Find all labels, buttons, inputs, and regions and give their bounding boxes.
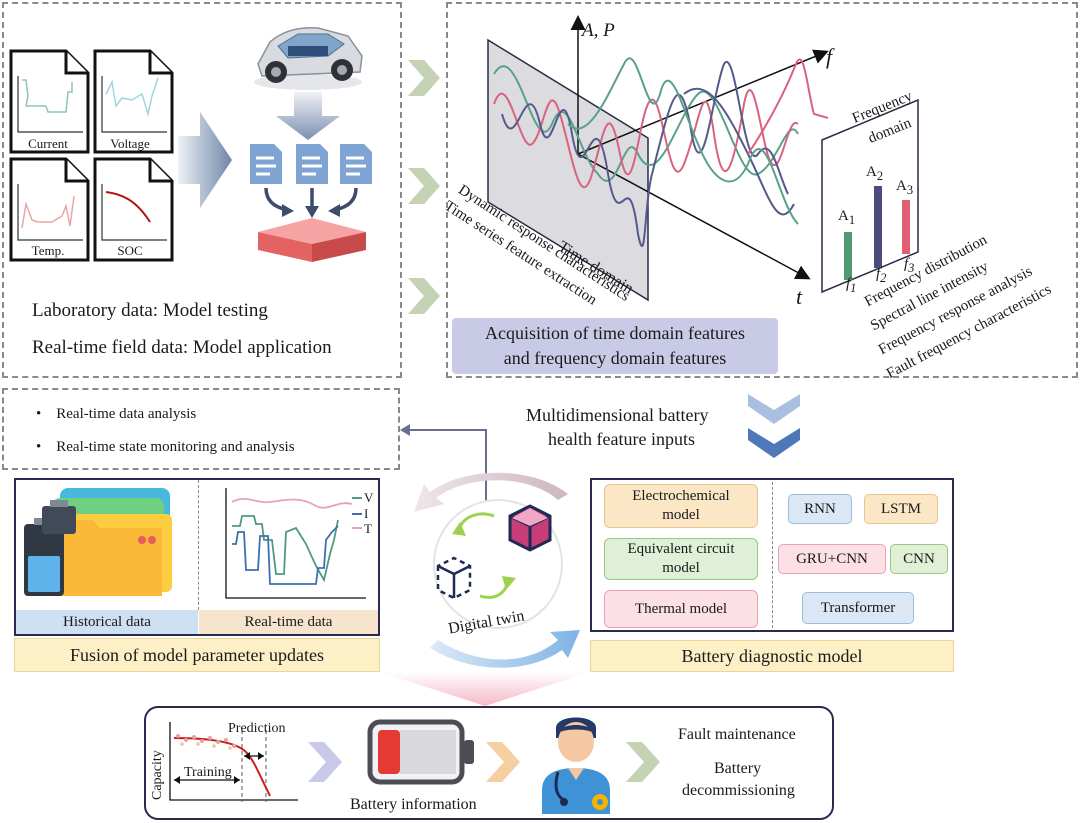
freq-bar-2 bbox=[874, 186, 882, 268]
gru-cnn-chip: GRU+CNN bbox=[778, 544, 886, 574]
decommissioning-label-1: Battery bbox=[714, 760, 762, 777]
field-data-text: Real-time field data: Model application bbox=[32, 337, 332, 358]
training-label: Training bbox=[184, 765, 232, 780]
legend-i: I bbox=[364, 506, 369, 521]
cube-icon bbox=[508, 504, 552, 552]
diagnostic-panel bbox=[590, 478, 954, 632]
capacity-prediction-chart bbox=[169, 722, 298, 802]
data-processing-icon bbox=[250, 92, 372, 262]
feedback-arrow bbox=[400, 424, 487, 510]
multidim-line2: health feature inputs bbox=[548, 429, 695, 449]
historical-data-icon bbox=[24, 488, 172, 596]
cnn-chip: CNN bbox=[890, 544, 948, 574]
axis-t-label: t bbox=[796, 284, 803, 309]
outcome-panel bbox=[144, 706, 834, 820]
time-frequency-plot bbox=[487, 15, 919, 302]
battery-low-icon bbox=[367, 719, 474, 785]
equivalent-circuit-model-box: Equivalent circuit model bbox=[604, 538, 758, 580]
analysis-bullet-2: • Real-time state monitoring and analysi… bbox=[36, 439, 295, 455]
technician-icon bbox=[542, 717, 610, 814]
diagnostic-title: Battery diagnostic model bbox=[590, 640, 954, 672]
soc-document-icon bbox=[93, 157, 174, 262]
diagnostic-divider bbox=[772, 482, 774, 628]
lab-data-text: Laboratory data: Model testing bbox=[32, 300, 268, 321]
electrochemical-model-box: Electrochemical model bbox=[604, 484, 758, 528]
amp-label-2: A2 bbox=[866, 164, 884, 183]
analysis-box bbox=[2, 388, 400, 470]
capacity-label: Capacity bbox=[150, 750, 165, 800]
temperature-document-icon bbox=[9, 157, 90, 262]
fusion-title: Fusion of model parameter updates bbox=[14, 638, 380, 672]
document-icons bbox=[9, 49, 174, 262]
output-arrow bbox=[380, 672, 590, 706]
multidim-line1: Multidimensional battery bbox=[526, 405, 709, 425]
feature-panel bbox=[446, 2, 1078, 378]
doc-label-soc: SOC bbox=[117, 243, 143, 258]
rnn-chip: RNN bbox=[788, 494, 852, 524]
doc-label-temp: Temp. bbox=[31, 243, 65, 258]
legend-t: T bbox=[364, 521, 372, 536]
digital-twin-cycle bbox=[414, 472, 580, 668]
chevron-right-icons bbox=[408, 60, 440, 314]
fusion-divider bbox=[198, 480, 200, 610]
axis-ap-label: A, P bbox=[582, 20, 615, 41]
data-source-panel bbox=[2, 2, 402, 378]
battery-info-label: Battery information bbox=[350, 796, 477, 813]
fault-maintenance-label: Fault maintenance bbox=[678, 726, 796, 743]
thermal-model-box: Thermal model bbox=[604, 590, 758, 628]
features-banner: Acquisition of time domain features and … bbox=[452, 318, 778, 374]
fusion-panel bbox=[14, 478, 380, 636]
realtime-data-chart bbox=[225, 488, 366, 599]
freq-label-2: f2 bbox=[876, 266, 887, 285]
analysis-bullet-1: • Real-time data analysis bbox=[36, 406, 197, 422]
chevron-flow-icons bbox=[308, 742, 660, 782]
current-document-icon bbox=[9, 49, 90, 154]
prediction-label: Prediction bbox=[228, 721, 286, 736]
freq-bar-3 bbox=[902, 200, 910, 254]
wireframe-cube-icon bbox=[436, 556, 472, 600]
decommissioning-label-2: decommissioning bbox=[682, 782, 795, 799]
lstm-chip: LSTM bbox=[864, 494, 938, 524]
amp-label-3: A3 bbox=[896, 178, 914, 197]
chevron-down-icons bbox=[748, 394, 800, 458]
freq-label-1: f1 bbox=[846, 276, 857, 295]
voltage-document-icon bbox=[93, 49, 174, 154]
freq-label-3: f3 bbox=[904, 256, 915, 275]
legend-v: V bbox=[364, 490, 374, 505]
doc-label-voltage: Voltage bbox=[110, 136, 150, 151]
features-banner-line2: and frequency domain features bbox=[503, 348, 727, 368]
electric-vehicle-icon bbox=[254, 27, 363, 90]
axis-f-label: f bbox=[826, 44, 833, 69]
doc-label-current: Current bbox=[28, 136, 68, 151]
features-banner-line1: Acquisition of time domain features bbox=[485, 323, 745, 343]
realtime-data-label: Real-time data bbox=[199, 610, 378, 634]
amp-label-1: A1 bbox=[838, 208, 856, 227]
historical-data-label: Historical data bbox=[16, 610, 198, 634]
freq-bar-1 bbox=[844, 232, 852, 280]
transformer-chip: Transformer bbox=[802, 592, 914, 624]
flow-arrow-icon bbox=[178, 112, 232, 208]
